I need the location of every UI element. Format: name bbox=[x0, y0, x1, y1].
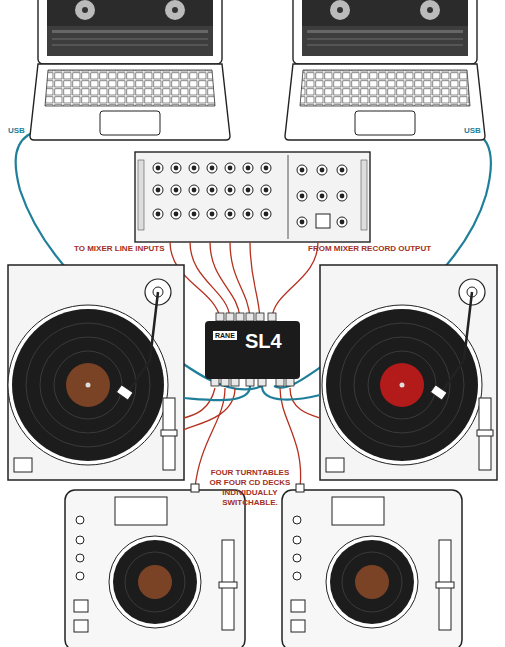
mixer bbox=[135, 152, 370, 242]
callout-label: USB bbox=[8, 126, 38, 136]
laptop bbox=[285, 0, 485, 140]
usb-cable bbox=[184, 386, 320, 400]
cd-deck bbox=[65, 490, 245, 647]
laptop bbox=[30, 0, 230, 140]
audio-cable bbox=[170, 242, 318, 318]
cd-deck bbox=[282, 490, 462, 647]
device-name: RANE bbox=[213, 331, 237, 340]
callout-label: USB bbox=[464, 126, 494, 136]
device-name: SL4 bbox=[245, 330, 300, 352]
turntable bbox=[8, 265, 184, 480]
callout-label: FOUR TURNTABLES OR FOUR CD DECKS INDIVID… bbox=[208, 468, 292, 508]
turntable bbox=[320, 265, 497, 480]
interface-box: RANE SL4 bbox=[205, 321, 300, 379]
callout-label: FROM MIXER RECORD OUTPUT bbox=[308, 244, 498, 254]
callout-label: TO MIXER LINE INPUTS bbox=[74, 244, 214, 254]
